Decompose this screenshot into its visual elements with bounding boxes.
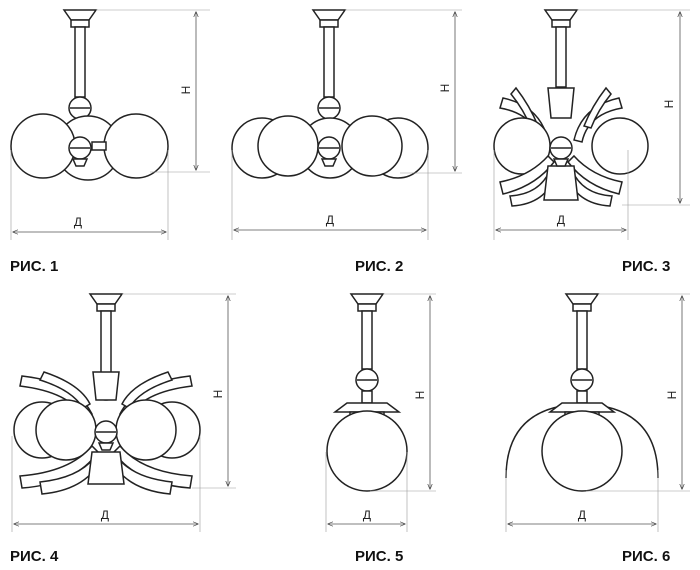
figure-3-drawing: Н Д [493, 9, 690, 240]
figure-2-width-label: Д [326, 213, 334, 227]
figure-1-width-label: Д [74, 215, 82, 229]
figure-3-width-label: Д [557, 213, 565, 227]
figure-4-drawing: Н Д [11, 293, 236, 532]
figure-3-caption: РИС. 3 [622, 258, 671, 275]
figure-6-width-label: Д [578, 508, 586, 522]
figure-5-drawing: Н Д [325, 293, 436, 532]
figure-2-caption: РИС. 2 [355, 258, 404, 275]
figure-6-drawing: Н Д [505, 293, 690, 532]
figure-2-height-label: Н [438, 84, 452, 93]
figure-5-height-label: Н [413, 391, 427, 400]
figure-6-height-label: Н [665, 391, 679, 400]
figure-6-caption: РИС. 6 [622, 548, 671, 565]
figure-1-drawing: Н Д [10, 9, 210, 240]
figure-5-width-label: Д [363, 508, 371, 522]
figure-1-height-label: Н [179, 86, 193, 95]
figure-5-caption: РИС. 5 [355, 548, 404, 565]
figure-2-drawing: Н Д [231, 9, 462, 240]
figure-3-height-label: Н [662, 100, 676, 109]
figure-4-height-label: Н [211, 390, 225, 399]
figure-4-caption: РИС. 4 [10, 548, 59, 565]
figure-1-caption: РИС. 1 [10, 258, 59, 275]
figure-4-width-label: Д [101, 508, 109, 522]
